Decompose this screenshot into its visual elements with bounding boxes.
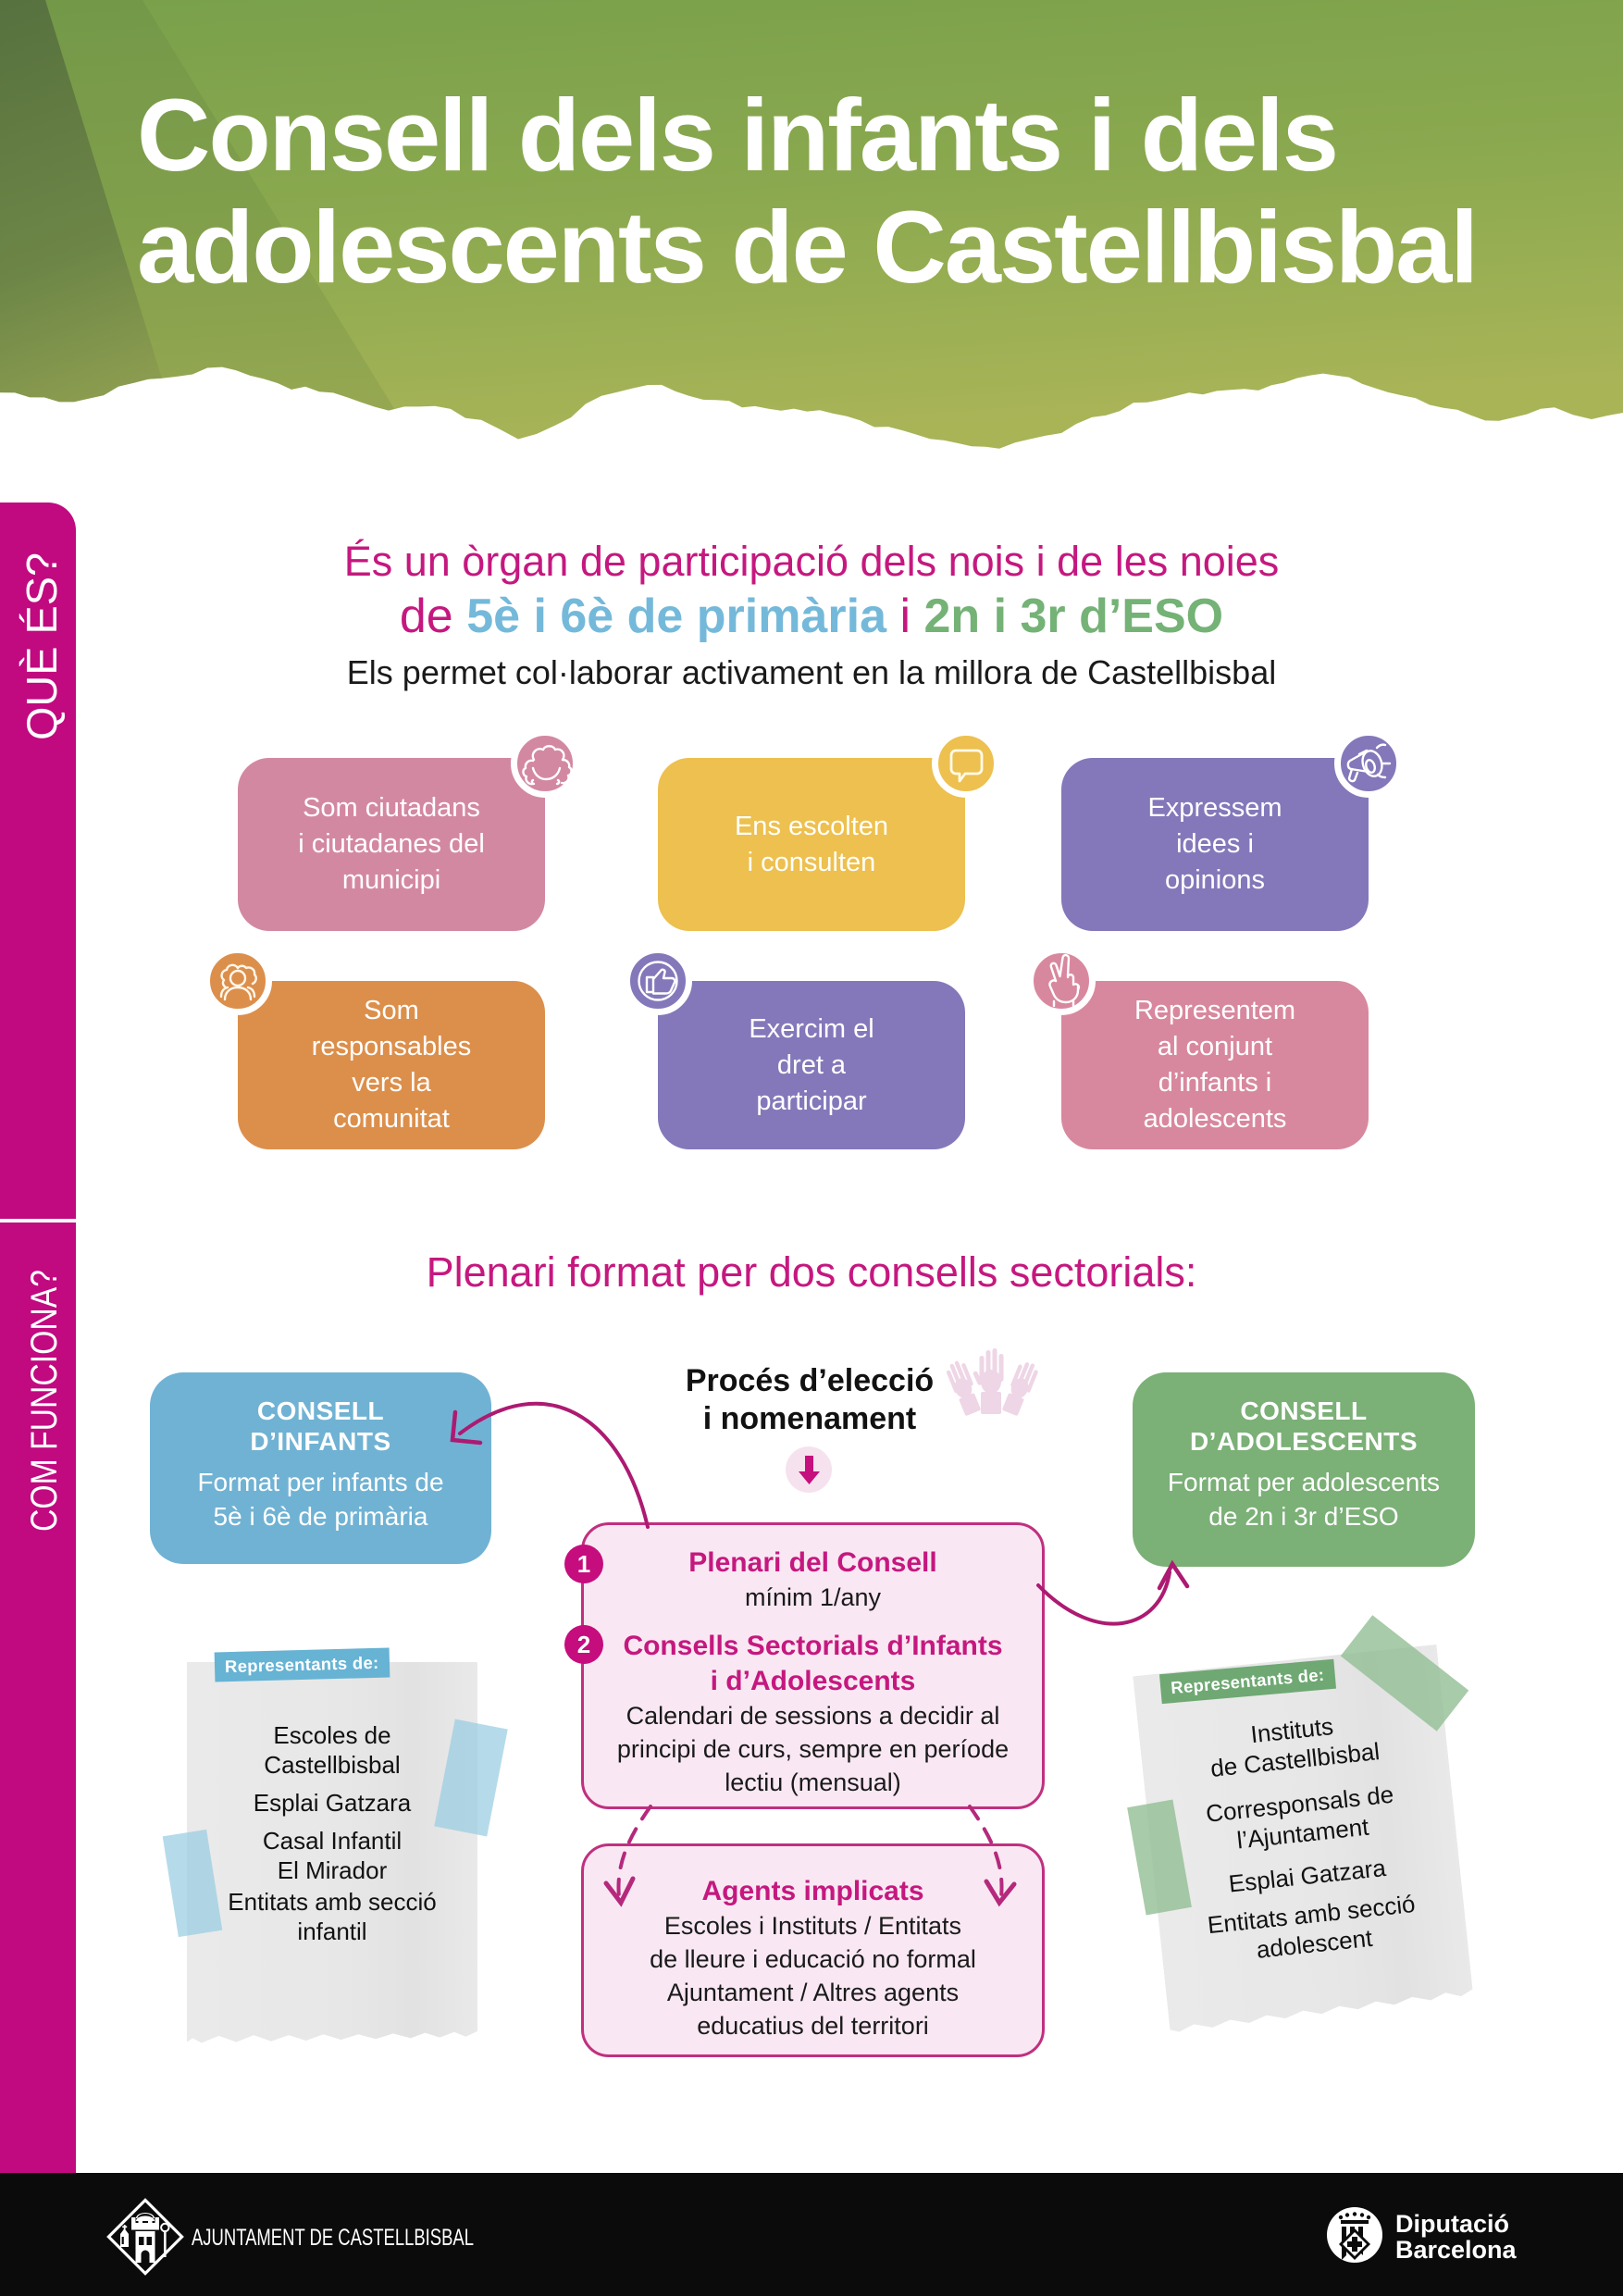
svg-text:AJUNTAMENT DE CASTELLBISBAL: AJUNTAMENT DE CASTELLBISBAL bbox=[192, 2225, 474, 2251]
svg-text:Barcelona: Barcelona bbox=[1395, 2236, 1518, 2264]
svg-text:COM FUNCIONA?: COM FUNCIONA? bbox=[24, 1270, 65, 1532]
svg-text:Diputació: Diputació bbox=[1395, 2210, 1509, 2238]
svg-text:QUÈ ÉS?: QUÈ ÉS? bbox=[18, 552, 66, 740]
